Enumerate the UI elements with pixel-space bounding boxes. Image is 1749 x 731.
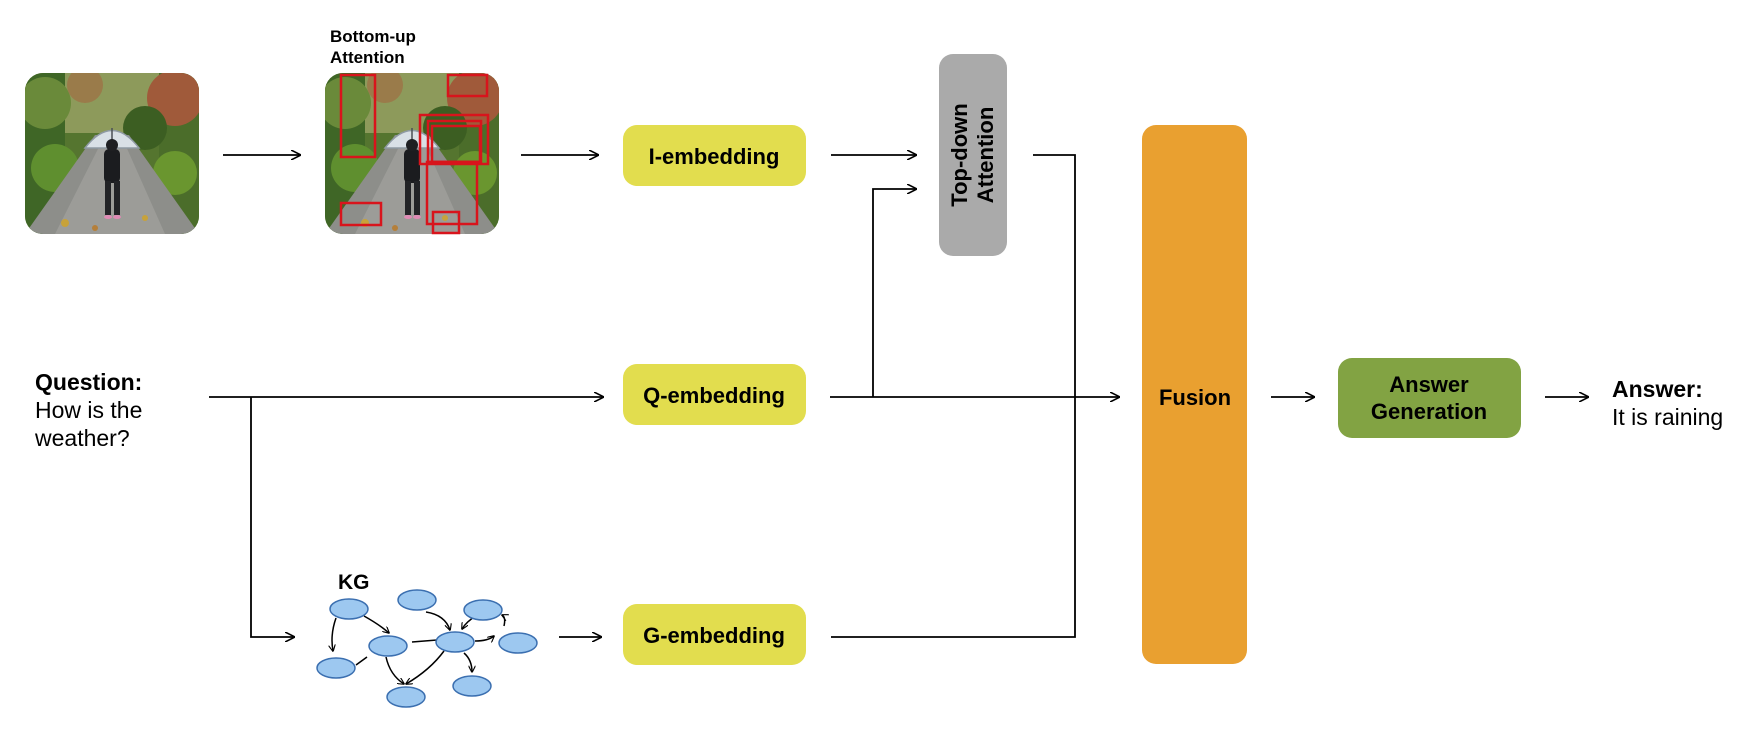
kg-node	[498, 632, 538, 654]
answer-generation-box: Answer Generation	[1338, 358, 1521, 438]
answer-text: It is raining	[1612, 404, 1723, 430]
attention-box	[339, 201, 383, 227]
fusion-box: Fusion	[1142, 125, 1247, 664]
i-embedding-label: I-embedding	[649, 144, 780, 169]
connector-to-fusion	[831, 154, 1076, 638]
bottom-up-title-line1: Bottom-up	[330, 27, 416, 46]
answer-gen-label-line1: Answer	[1389, 372, 1469, 397]
attention-box	[418, 113, 490, 166]
kg-node	[368, 635, 408, 657]
q-embedding-label: Q-embedding	[643, 383, 785, 408]
kg-node	[452, 675, 492, 697]
kg-node	[463, 599, 503, 621]
top-down-label-line2: Attention	[973, 107, 998, 204]
arrow-question-to-kg	[250, 397, 294, 637]
attention-box	[339, 73, 377, 159]
bottom-up-title-line2: Attention	[330, 48, 405, 67]
top-down-label-line1: Top-down	[947, 103, 972, 206]
kg-node	[329, 598, 369, 620]
kg-nodes	[316, 589, 538, 708]
kg-node	[316, 657, 356, 679]
question-line1: How is the	[35, 397, 142, 423]
bottom-up-photo	[325, 73, 499, 235]
arrow-q-embedding-to-top-down	[872, 189, 916, 397]
attention-box	[425, 160, 479, 226]
attention-boxes	[339, 73, 490, 235]
q-embedding-box: Q-embedding	[623, 364, 806, 425]
input-photo	[25, 73, 199, 234]
answer-gen-label-line2: Generation	[1371, 399, 1487, 424]
kg-title: KG	[338, 571, 370, 594]
g-embedding-label: G-embedding	[643, 623, 785, 648]
answer-heading: Answer:	[1612, 376, 1703, 402]
i-embedding-box: I-embedding	[623, 125, 806, 186]
kg-node	[397, 589, 437, 611]
kg-graph	[332, 611, 505, 684]
top-down-attention-box: Top-down Attention	[939, 54, 1007, 256]
attention-box	[446, 73, 489, 98]
attention-box	[431, 210, 461, 235]
g-embedding-box: G-embedding	[623, 604, 806, 665]
question-line2: weather?	[34, 425, 130, 451]
kg-node	[435, 631, 475, 653]
fusion-label: Fusion	[1159, 385, 1231, 410]
kg-node	[386, 686, 426, 708]
question-heading: Question:	[35, 369, 142, 395]
